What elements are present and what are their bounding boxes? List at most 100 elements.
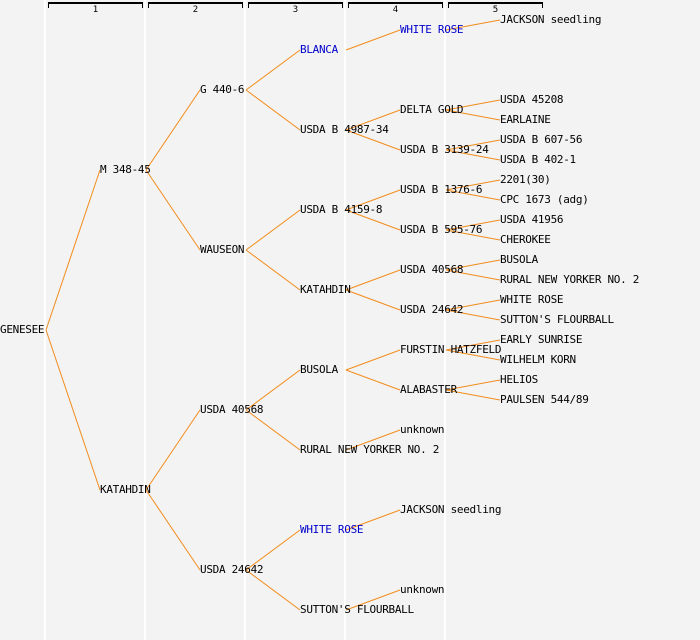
pedigree-link: [45, 169, 101, 331]
pedigree-link: [445, 139, 501, 151]
pedigree-link: [345, 289, 401, 311]
pedigree-node[interactable]: PAULSEN 544/89: [500, 393, 589, 406]
pedigree-link: [145, 169, 201, 251]
pedigree-node[interactable]: USDA 40568: [200, 403, 264, 416]
generation-number: 5: [492, 5, 499, 15]
pedigree-link: [345, 589, 401, 611]
pedigree-node[interactable]: DELTA GOLD: [400, 103, 464, 116]
pedigree-node[interactable]: JACKSON seedling: [400, 503, 502, 516]
pedigree-node[interactable]: ALABASTER: [400, 383, 457, 396]
pedigree-link: [345, 29, 401, 51]
pedigree-node[interactable]: WILHELM KORN: [500, 353, 576, 366]
generation-header: 5: [448, 2, 543, 15]
pedigree-node[interactable]: 2201(30): [500, 173, 551, 186]
pedigree-link: [345, 209, 401, 231]
generation-header: 2: [148, 2, 243, 15]
pedigree-link: [145, 409, 201, 491]
pedigree-node[interactable]: CHEROKEE: [500, 233, 551, 246]
generation-header: 4: [348, 2, 443, 15]
pedigree-node[interactable]: USDA 45208: [500, 93, 564, 106]
pedigree-node[interactable]: BUSOLA: [300, 363, 338, 376]
pedigree-node[interactable]: EARLAINE: [500, 113, 551, 126]
generation-number: 4: [392, 5, 399, 15]
generation-number: 3: [292, 5, 299, 15]
pedigree-node[interactable]: KATAHDIN: [100, 483, 151, 496]
pedigree-node[interactable]: WHITE ROSE: [500, 293, 564, 306]
generation-divider: [144, 0, 146, 640]
pedigree-node[interactable]: BUSOLA: [500, 253, 538, 266]
pedigree-node[interactable]: USDA B 595-76: [400, 223, 483, 236]
generation-divider: [444, 0, 446, 640]
pedigree-node[interactable]: FURSTIN HATZFELD: [400, 343, 502, 356]
pedigree-link: [445, 19, 501, 31]
pedigree-link: [345, 269, 401, 291]
pedigree-link: [445, 389, 501, 401]
pedigree-link: [445, 219, 501, 231]
generation-number: 2: [192, 5, 199, 15]
pedigree-link: [245, 529, 301, 571]
pedigree-node[interactable]: CPC 1673 (adg): [500, 193, 589, 206]
pedigree-link: [345, 369, 401, 391]
pedigree-node[interactable]: SUTTON'S FLOURBALL: [500, 313, 614, 326]
pedigree-node[interactable]: RURAL NEW YORKER NO. 2: [300, 443, 440, 456]
generation-header: 1: [48, 2, 143, 15]
pedigree-node[interactable]: USDA B 1376-6: [400, 183, 483, 196]
pedigree-link: [145, 89, 201, 171]
pedigree-link: [245, 249, 301, 291]
pedigree-link: [345, 189, 401, 211]
pedigree-node[interactable]: M 348-45: [100, 163, 151, 176]
pedigree-link: [445, 179, 501, 191]
pedigree-link: [445, 149, 501, 161]
pedigree-node[interactable]: WHITE ROSE: [400, 23, 464, 36]
pedigree-link: [445, 109, 501, 121]
pedigree-node[interactable]: KATAHDIN: [300, 283, 351, 296]
pedigree-link: [345, 509, 401, 531]
pedigree-node[interactable]: USDA B 607-56: [500, 133, 583, 146]
pedigree-link: [245, 409, 301, 451]
pedigree-node[interactable]: RURAL NEW YORKER NO. 2: [500, 273, 640, 286]
pedigree-node[interactable]: BLANCA: [300, 43, 338, 56]
pedigree-link: [345, 349, 401, 371]
pedigree-node[interactable]: WAUSEON: [200, 243, 245, 256]
pedigree-link: [345, 429, 401, 451]
pedigree-link: [445, 309, 501, 321]
pedigree-link: [245, 369, 301, 411]
pedigree-link: [245, 89, 301, 131]
pedigree-node[interactable]: USDA B 4987-34: [300, 123, 389, 136]
pedigree-link: [445, 379, 501, 391]
pedigree-link: [245, 49, 301, 91]
pedigree-node[interactable]: WHITE ROSE: [300, 523, 364, 536]
pedigree-node[interactable]: unknown: [400, 423, 445, 436]
pedigree-link: [445, 259, 501, 271]
pedigree-node[interactable]: USDA 40568: [400, 263, 464, 276]
pedigree-node[interactable]: USDA 24642: [200, 563, 264, 576]
pedigree-node[interactable]: USDA 41956: [500, 213, 564, 226]
pedigree-node[interactable]: USDA B 4159-8: [300, 203, 383, 216]
pedigree-node[interactable]: G 440-6: [200, 83, 245, 96]
pedigree-link: [445, 269, 501, 281]
pedigree-node[interactable]: GENESEE: [0, 323, 45, 336]
pedigree-node[interactable]: USDA B 3139-24: [400, 143, 489, 156]
pedigree-link: [245, 569, 301, 611]
pedigree-link: [345, 129, 401, 151]
pedigree-link: [445, 189, 501, 201]
pedigree-link: [445, 229, 501, 241]
pedigree-node[interactable]: JACKSON seedling: [500, 13, 602, 26]
pedigree-link: [245, 209, 301, 251]
generation-divider: [344, 0, 346, 640]
generation-divider: [44, 0, 46, 640]
pedigree-node[interactable]: USDA B 402-1: [500, 153, 576, 166]
generation-divider: [244, 0, 246, 640]
pedigree-link: [445, 349, 501, 361]
pedigree-node[interactable]: unknown: [400, 583, 445, 596]
pedigree-node[interactable]: USDA 24642: [400, 303, 464, 316]
pedigree-node[interactable]: HELIOS: [500, 373, 538, 386]
pedigree-link: [45, 329, 101, 491]
pedigree-link: [445, 299, 501, 311]
pedigree-node[interactable]: EARLY SUNRISE: [500, 333, 583, 346]
pedigree-link: [145, 489, 201, 571]
pedigree-link: [445, 99, 501, 111]
generation-header: 3: [248, 2, 343, 15]
pedigree-node[interactable]: SUTTON'S FLOURBALL: [300, 603, 414, 616]
